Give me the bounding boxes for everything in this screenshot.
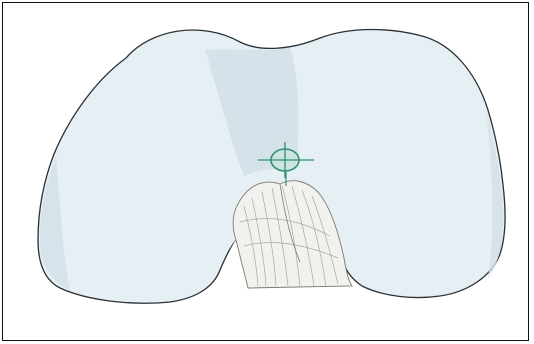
knee-diagram: [0, 0, 534, 344]
